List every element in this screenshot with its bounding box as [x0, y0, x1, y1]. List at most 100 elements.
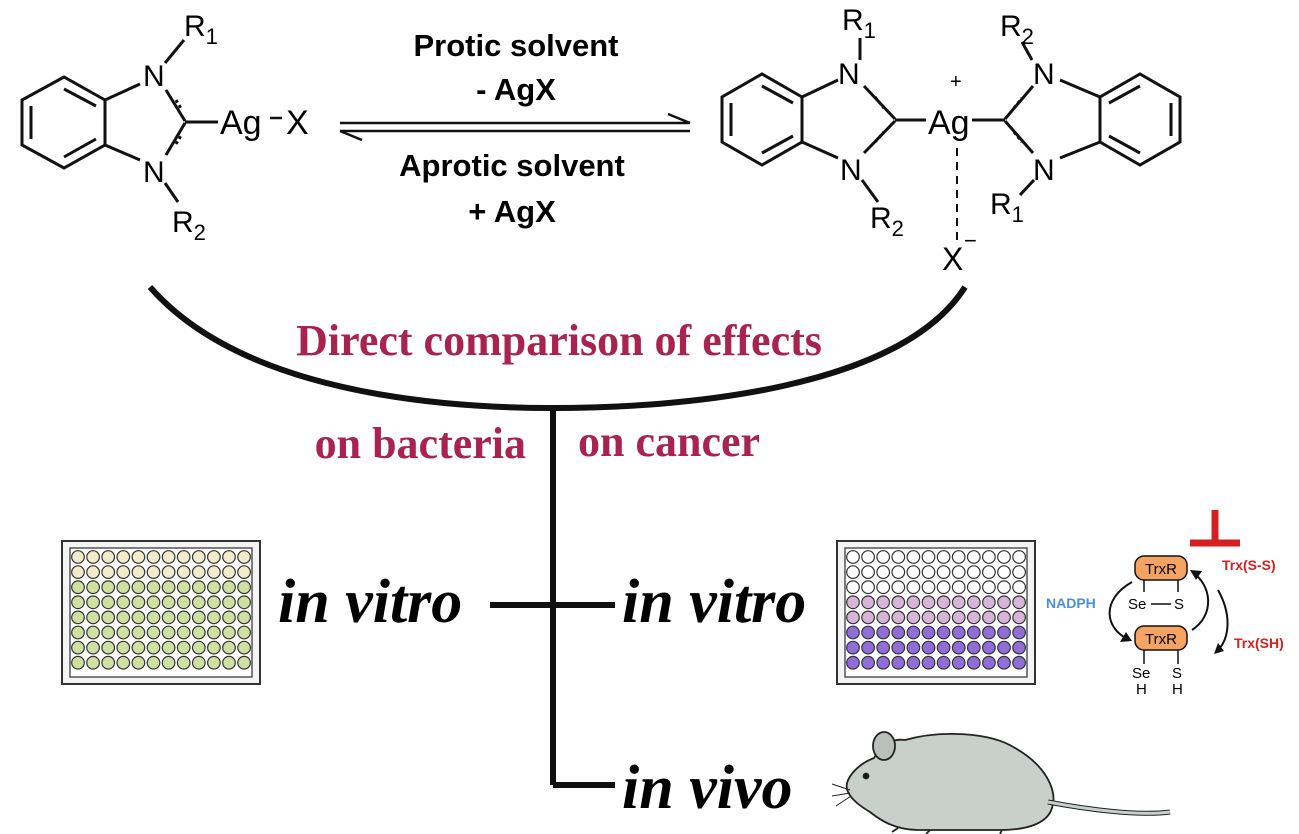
- well: [846, 565, 860, 579]
- well: [982, 610, 996, 625]
- well: [146, 640, 161, 655]
- trx-sh-label: Trx(SH): [1234, 635, 1284, 651]
- well: [876, 595, 891, 610]
- well: [116, 595, 131, 610]
- well: [921, 595, 936, 610]
- well: [846, 610, 860, 625]
- well: [222, 640, 236, 655]
- right-n-2: N: [840, 154, 862, 187]
- well: [861, 550, 875, 564]
- cancer-well-plate: [836, 540, 1036, 685]
- well: [951, 625, 966, 640]
- reduced-s-label: S: [1172, 665, 1182, 682]
- well: [846, 655, 860, 670]
- well: [176, 655, 191, 670]
- well: [237, 655, 252, 670]
- well: [161, 580, 176, 595]
- well: [966, 550, 981, 564]
- well: [951, 550, 966, 564]
- well: [131, 565, 146, 579]
- well: [921, 610, 936, 625]
- well: [191, 655, 206, 670]
- well: [222, 610, 236, 625]
- well: [237, 565, 252, 579]
- well: [146, 655, 161, 670]
- cancer-in-vitro-label: in vitro: [622, 568, 806, 636]
- well: [997, 655, 1011, 670]
- well: [237, 640, 252, 655]
- well: [146, 610, 161, 625]
- well: [71, 550, 85, 564]
- well: [176, 610, 191, 625]
- well: [982, 625, 996, 640]
- trxr-cycle: TrxR Se S TrxR Se H S H NADPH Trx(S-S) T…: [1046, 510, 1284, 698]
- well: [101, 640, 116, 655]
- trx-ss-label: Trx(S-S): [1222, 557, 1276, 573]
- right-r1-top: R1: [842, 4, 876, 43]
- left-r1-label: R1: [184, 10, 218, 49]
- well: [891, 565, 906, 579]
- well: [876, 565, 891, 579]
- well: [161, 655, 176, 670]
- well: [966, 625, 981, 640]
- reduced-s-h-label: H: [1172, 681, 1183, 698]
- well: [966, 565, 981, 579]
- well: [951, 595, 966, 610]
- well: [891, 580, 906, 595]
- well: [161, 595, 176, 610]
- left-benzene-ring: [20, 75, 107, 170]
- well: [116, 550, 131, 564]
- well: [936, 595, 951, 610]
- right-x-anion: X: [942, 241, 963, 277]
- well: [891, 655, 906, 670]
- well: [891, 610, 906, 625]
- well: [191, 640, 206, 655]
- well: [101, 595, 116, 610]
- well: [951, 640, 966, 655]
- well: [101, 610, 116, 625]
- well: [161, 565, 176, 579]
- well: [237, 595, 252, 610]
- well: [86, 640, 100, 655]
- well: [222, 595, 236, 610]
- well: [846, 640, 860, 655]
- well: [161, 610, 176, 625]
- rat-eye: [862, 772, 870, 780]
- well: [1012, 655, 1026, 670]
- well: [116, 580, 131, 595]
- well: [906, 565, 921, 579]
- well: [936, 640, 951, 655]
- well: [86, 625, 100, 640]
- trx-release-arrow: [1215, 589, 1229, 653]
- well: [176, 625, 191, 640]
- well: [966, 610, 981, 625]
- trxr-reduced-box: [1134, 625, 1188, 651]
- right-r2-bottom: R2: [870, 202, 904, 241]
- well: [146, 595, 161, 610]
- well: [997, 625, 1011, 640]
- well: [146, 565, 161, 579]
- well: [906, 655, 921, 670]
- left-r2-label: R2: [172, 206, 206, 245]
- well: [206, 580, 221, 595]
- well: [176, 595, 191, 610]
- well: [921, 550, 936, 564]
- reduction-arrow: [1108, 581, 1133, 641]
- left-ag-complex: [20, 39, 282, 203]
- well: [906, 595, 921, 610]
- well: [921, 655, 936, 670]
- well: [997, 610, 1011, 625]
- well: [1012, 610, 1026, 625]
- well: [71, 580, 85, 595]
- well: [131, 610, 146, 625]
- well: [191, 595, 206, 610]
- well: [222, 625, 236, 640]
- well: [846, 580, 860, 595]
- well: [982, 640, 996, 655]
- bacteria-branch-label: on bacteria: [315, 419, 526, 468]
- well: [71, 610, 85, 625]
- reduced-se-label: Se: [1132, 665, 1150, 682]
- well: [982, 595, 996, 610]
- well: [951, 565, 966, 579]
